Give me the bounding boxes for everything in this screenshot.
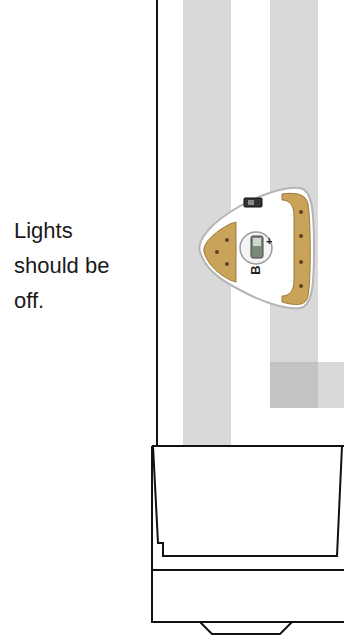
polarity-mark: +: [266, 235, 272, 247]
instruction-note: Lights should be off.: [14, 213, 126, 318]
track-junction: [270, 362, 318, 408]
tray-outer: [152, 446, 344, 622]
tray-rim: [152, 569, 344, 571]
track-branch: [270, 362, 344, 408]
tray-foot: [200, 622, 292, 634]
board-letter: B: [249, 265, 263, 274]
wall-line: [156, 0, 158, 447]
tray-inner: [153, 446, 342, 556]
sensor-board: [199, 188, 314, 309]
tray-top: [152, 445, 344, 447]
